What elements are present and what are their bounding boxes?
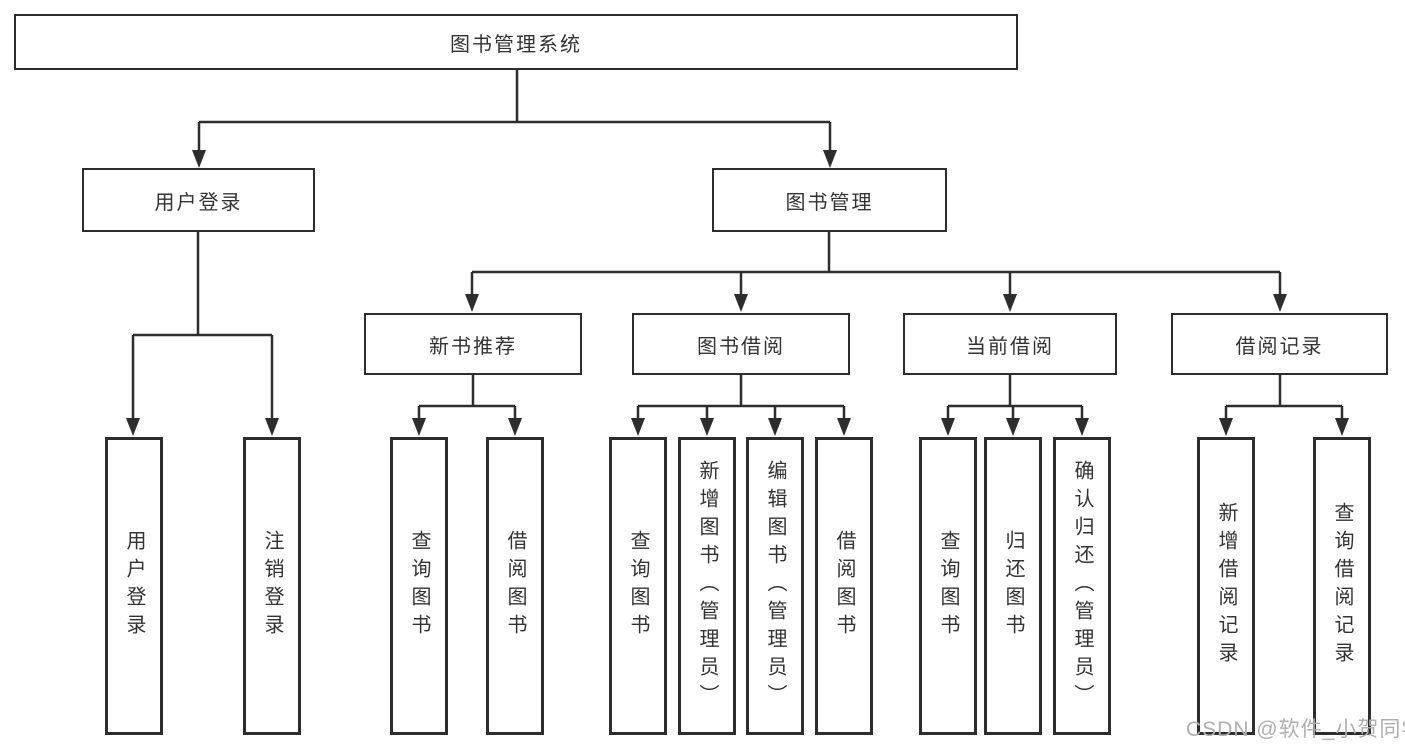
node-new-book-recommend: 新书推荐	[364, 313, 582, 375]
node-user-login: 用户登录	[82, 168, 315, 232]
leaf-add-borrow-record: 新增借阅记录	[1197, 437, 1255, 735]
leaf-query-borrow-record-label: 查询借阅记录	[1331, 502, 1353, 670]
node-book-borrow: 图书借阅	[632, 313, 850, 375]
node-borrow-record: 借阅记录	[1171, 313, 1388, 375]
leaf-current-query-book: 查询图书	[919, 437, 977, 735]
leaf-logout: 注销登录	[243, 437, 301, 735]
leaf-current-query-book-label: 查询图书	[937, 530, 959, 642]
leaf-user-login-label: 用户登录	[123, 530, 145, 642]
node-current-borrow: 当前借阅	[903, 313, 1117, 375]
node-root-library-system: 图书管理系统	[14, 14, 1018, 70]
leaf-add-book-admin: 新增图书（管理员）	[678, 437, 736, 735]
leaf-borrow-query-book: 查询图书	[609, 437, 667, 735]
leaf-borrow-borrow-book: 借阅图书	[815, 437, 873, 735]
leaf-add-book-admin-label: 新增图书（管理员）	[696, 460, 718, 712]
leaf-confirm-return-admin-label: 确认归还（管理员）	[1071, 460, 1093, 712]
leaf-logout-label: 注销登录	[261, 530, 283, 642]
leaf-confirm-return-admin: 确认归还（管理员）	[1053, 437, 1111, 735]
csdn-watermark: CSDN @软件_小贺同学	[1186, 718, 1405, 741]
leaf-edit-book-admin-label: 编辑图书（管理员）	[764, 460, 786, 712]
leaf-edit-book-admin: 编辑图书（管理员）	[746, 437, 804, 735]
leaf-return-book: 归还图书	[984, 437, 1042, 735]
leaf-return-book-label: 归还图书	[1002, 530, 1024, 642]
leaf-add-borrow-record-label: 新增借阅记录	[1215, 502, 1237, 670]
leaf-query-borrow-record: 查询借阅记录	[1313, 437, 1371, 735]
leaf-recommend-query-book: 查询图书	[390, 437, 448, 735]
node-book-management: 图书管理	[712, 168, 947, 232]
leaf-recommend-borrow-book-label: 借阅图书	[504, 530, 526, 642]
leaf-user-login: 用户登录	[105, 437, 163, 735]
leaf-borrow-borrow-book-label: 借阅图书	[833, 530, 855, 642]
leaf-recommend-borrow-book: 借阅图书	[486, 437, 544, 735]
leaf-recommend-query-book-label: 查询图书	[408, 530, 430, 642]
leaf-borrow-query-book-label: 查询图书	[627, 530, 649, 642]
